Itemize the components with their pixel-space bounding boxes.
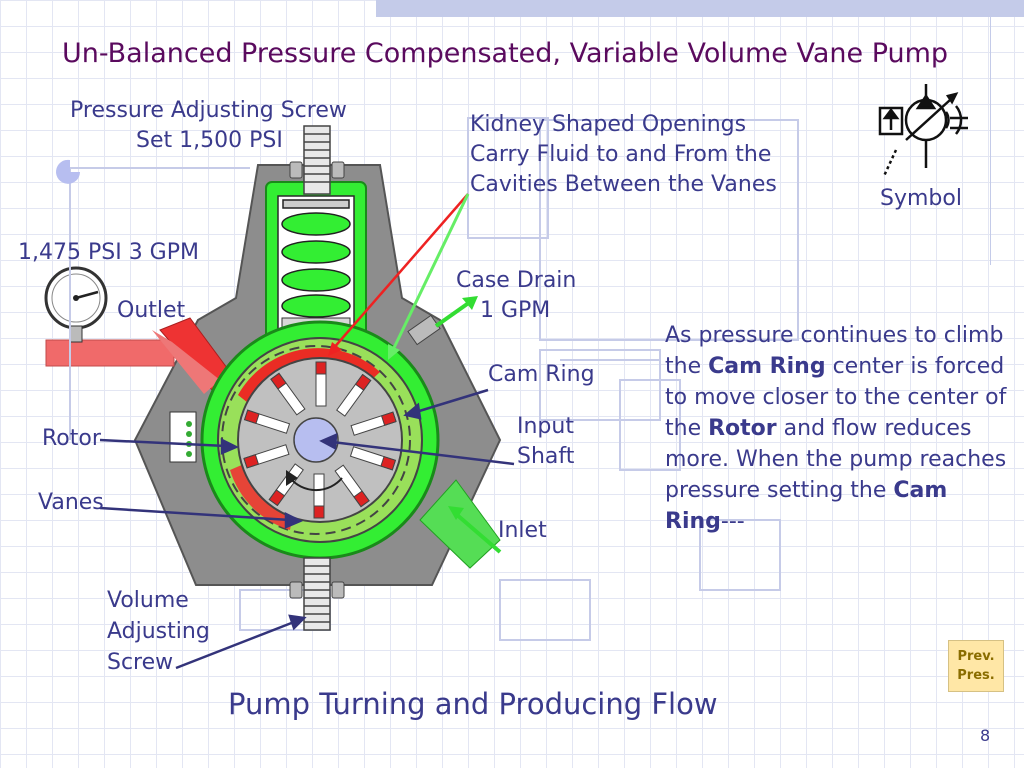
kidney-label-line1: Kidney Shaped Openings: [470, 112, 747, 137]
volume-screw-label-line1: Volume: [107, 588, 189, 613]
volume-screw-label-line3: Screw: [107, 650, 174, 675]
rotation-arrow: [289, 477, 343, 492]
pressure-gauge: [44, 266, 108, 343]
input-shaft-label-line2: Shaft: [517, 444, 575, 469]
decorative-quarter-circle: [56, 159, 80, 184]
case-drain-arrow: [434, 296, 478, 328]
gauge-reading-label: 1,475 PSI 3 GPM: [18, 240, 199, 265]
kidney-label-line3: Cavities Between the Vanes: [470, 172, 777, 197]
vanes-label: Vanes: [38, 490, 104, 515]
case-drain-fitting: [407, 314, 441, 346]
symbol-label: Symbol: [880, 186, 962, 211]
cam-ring-label: Cam Ring: [488, 362, 595, 387]
pressure-adjusting-screw: [289, 125, 345, 195]
kidney-pointer-arrows: [328, 193, 470, 360]
shaft-seal: [169, 411, 197, 463]
input-shaft-label-line1: Input: [517, 414, 574, 439]
description-bold-cam-ring: Cam Ring: [708, 354, 826, 379]
slide-title: Un-Balanced Pressure Compensated, Variab…: [62, 38, 949, 69]
previous-presentation-button[interactable]: Prev. Pres.: [948, 640, 1004, 692]
case-drain-label-line2: 1 GPM: [480, 298, 551, 323]
volume-adjusting-screw: [289, 557, 345, 631]
description-part-1: As pressure continues to climb the: [665, 323, 1004, 379]
pressure-screw-label-line1: Pressure Adjusting Screw: [70, 98, 347, 123]
header-bar: [376, 0, 1024, 17]
inlet-port: [419, 479, 501, 569]
rotation-arrowhead: [286, 470, 298, 486]
label-leader-arrows: [99, 388, 515, 670]
description-text: As pressure continues to climb the Cam R…: [665, 320, 1017, 537]
description-part-4: ---: [720, 509, 745, 534]
inlet-flow-arrow: [448, 506, 502, 554]
kidney-label-line2: Carry Fluid to and From the: [470, 142, 772, 167]
prev-button-line2: Pres.: [957, 668, 995, 683]
description-bold-rotor: Rotor: [708, 416, 777, 441]
prev-button-line1: Prev.: [957, 649, 995, 664]
vanes: [243, 361, 397, 519]
volume-screw-label-line2: Adjusting: [107, 619, 210, 644]
outlet-pipe: [45, 339, 175, 367]
description-part-3: and flow reduces more. When the pump rea…: [665, 416, 1007, 503]
slide-subtitle: Pump Turning and Producing Flow: [228, 687, 718, 721]
case-drain-label-line1: Case Drain: [456, 268, 577, 293]
description-part-2: center is forced to move closer to the c…: [665, 354, 1007, 441]
slide-number: 8: [980, 726, 991, 745]
seal-dots: [186, 421, 192, 457]
pump-symbol-icon: [878, 84, 968, 177]
inlet-label: Inlet: [498, 518, 547, 543]
outlet-flow-arrow: [152, 330, 220, 394]
rotor-label: Rotor: [42, 426, 101, 451]
decorative-rule: [990, 0, 991, 265]
pressure-screw-label-line2: Set 1,500 PSI: [136, 128, 283, 153]
input-shaft: [293, 417, 339, 463]
compensator-spring: [281, 199, 351, 318]
description-bold-cam-ring-2: Cam Ring: [665, 478, 948, 534]
outlet-label: Outlet: [117, 298, 186, 323]
